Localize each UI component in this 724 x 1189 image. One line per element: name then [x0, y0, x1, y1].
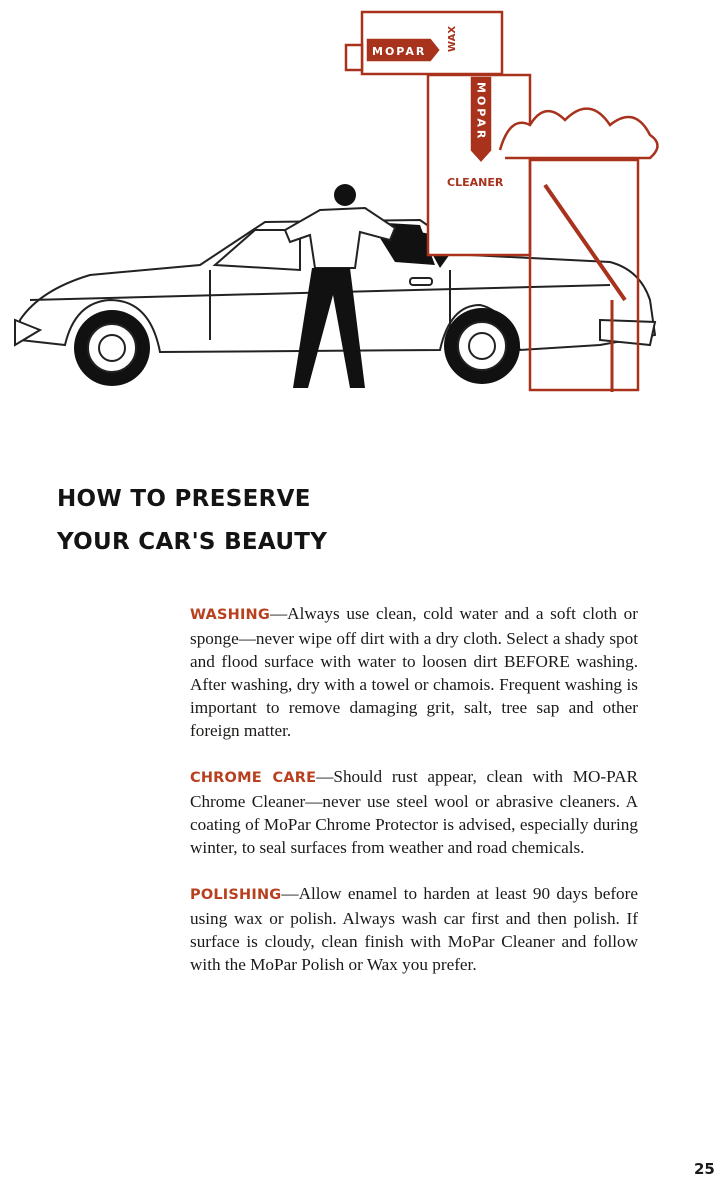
section-text: —Always use clean, cold water and a soft… — [190, 604, 638, 741]
car-washing-illustration: MOPAR WAX MOPAR CLEANER — [14, 10, 659, 392]
section-washing: WASHING—Always use clean, cold water and… — [190, 602, 638, 742]
page-number: 25 — [694, 1160, 715, 1178]
section-text: —Should rust appear, clean with MO-PAR C… — [190, 767, 638, 858]
cleaner-label-text: CLEANER — [447, 176, 504, 189]
title-line-1: HOW TO PRESERVE — [57, 486, 311, 512]
section-label: WASHING — [190, 607, 270, 624]
section-text: —Allow enamel to harden at least 90 days… — [190, 884, 638, 975]
section-polishing: POLISHING—Allow enamel to harden at leas… — [190, 882, 638, 976]
care-instructions: WASHING—Always use clean, cold water and… — [190, 585, 638, 999]
section-label: CHROME CARE — [190, 770, 317, 787]
title-line-2: YOUR CAR'S BEAUTY — [57, 529, 328, 555]
car-wheels — [74, 222, 520, 386]
mopar-products: MOPAR WAX MOPAR CLEANER — [344, 10, 659, 392]
section-chrome-care: CHROME CARE—Should rust appear, clean wi… — [190, 765, 638, 859]
man-figure — [283, 184, 397, 388]
section-label: POLISHING — [190, 887, 282, 904]
cleaner-brand-text: MOPAR — [475, 82, 488, 141]
wax-brand-text: MOPAR — [372, 45, 426, 58]
wax-label-text: WAX — [447, 26, 458, 52]
page-title: HOW TO PRESERVE YOUR CAR'S BEAUTY — [57, 478, 327, 564]
